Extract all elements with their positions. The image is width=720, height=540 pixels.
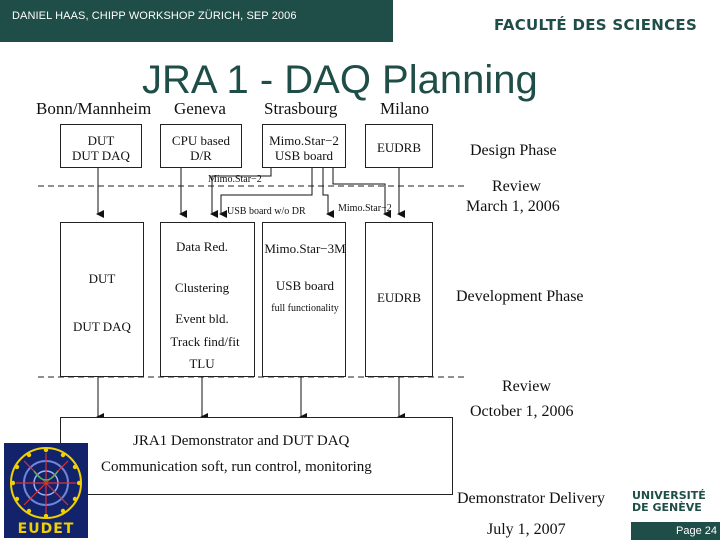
demonstrator-box: JRA1 Demonstrator and DUT DAQ Communicat… (60, 417, 453, 495)
dev-milano-label: EUDRB (376, 290, 422, 305)
unige-line1: UNIVERSITÉ (632, 489, 706, 502)
site-label-milano: Milano (380, 99, 430, 118)
phase-design: Design Phase (470, 142, 557, 159)
dev-geneva-clustering: Clustering (174, 280, 230, 295)
review2-date: October 1, 2006 (470, 403, 574, 420)
dev-bonn-line2: DUT DAQ (73, 319, 131, 334)
dev-bonn-line1: DUT (88, 271, 116, 286)
dev-strasbourg-mimostar3m: Mimo.Star−3M (264, 241, 346, 256)
dev-geneva-data-red: Data Red. (176, 239, 228, 254)
dev-box-geneva: Data Red. Clustering Event bld. Track fi… (160, 222, 255, 377)
eudet-wordmark: EUDET (17, 521, 75, 537)
design-box-bonn: DUT DUT DAQ (60, 124, 142, 168)
design-bonn-line2: DUT DAQ (72, 148, 130, 163)
header-bar: DANIEL HAAS, CHIPP WORKSHOP ZÜRICH, SEP … (0, 0, 393, 42)
eudet-emblem-icon (10, 447, 82, 519)
design-strasbourg-line1: Mimo.Star−2 (269, 133, 339, 148)
dev-geneva-track-find: Track find/fit (170, 334, 240, 349)
demonstrator-line2: Communication soft, run control, monitor… (101, 459, 372, 475)
dev-strasbourg-full-func: full functionality (271, 303, 339, 314)
site-label-bonn: Bonn/Mannheim (36, 99, 152, 118)
page-number: Page 24 (631, 522, 720, 540)
unige-line2: DE GENÈVE (632, 501, 702, 514)
faculty-label: FACULTÉ DES SCIENCES (494, 16, 698, 34)
design-box-strasbourg: Mimo.Star−2 USB board (262, 124, 346, 168)
design-box-geneva: CPU based D/R (160, 124, 242, 168)
dev-geneva-tlu: TLU (189, 356, 215, 371)
site-label-strasbourg: Strasbourg (264, 99, 338, 118)
design-milano-label: EUDRB (376, 140, 422, 155)
design-strasbourg-line2: USB board (274, 148, 334, 163)
site-label-geneva: Geneva (174, 99, 226, 118)
dev-box-bonn: DUT DUT DAQ (60, 222, 144, 377)
arrow-label-mimostar2-b: Mimo.Star−2 (338, 203, 392, 214)
dev-box-strasbourg: Mimo.Star−3M USB board full functionalit… (262, 222, 346, 377)
phase-development: Development Phase (456, 288, 584, 305)
dev-geneva-event-bld: Event bld. (175, 311, 229, 326)
arrow-label-mimostar2-a: Mimo.Star−2 (208, 174, 262, 185)
dev-box-milano: EUDRB (365, 222, 433, 377)
page-title: JRA 1 - DAQ Planning (142, 58, 538, 102)
design-geneva-line2: D/R (190, 148, 212, 163)
phase-delivery: Demonstrator Delivery (457, 490, 605, 507)
delivery-date: July 1, 2007 (487, 521, 566, 538)
review2-label: Review (502, 378, 551, 395)
design-geneva-line1: CPU based (171, 133, 231, 148)
eudet-logo: EUDET (4, 443, 88, 538)
arrow-label-usb-wo-dr: USB board w/o DR (227, 206, 306, 217)
unige-logo: UNIVERSITÉ DE GENÈVE (632, 490, 706, 514)
author-line: DANIEL HAAS, CHIPP WORKSHOP ZÜRICH, SEP … (12, 10, 297, 22)
review1-label: Review (492, 178, 541, 195)
dev-strasbourg-usb-board: USB board (275, 278, 335, 293)
review1-date: March 1, 2006 (466, 198, 560, 215)
design-bonn-line1: DUT (87, 133, 115, 148)
demonstrator-line1: JRA1 Demonstrator and DUT DAQ (133, 433, 350, 449)
design-box-milano: EUDRB (365, 124, 433, 168)
